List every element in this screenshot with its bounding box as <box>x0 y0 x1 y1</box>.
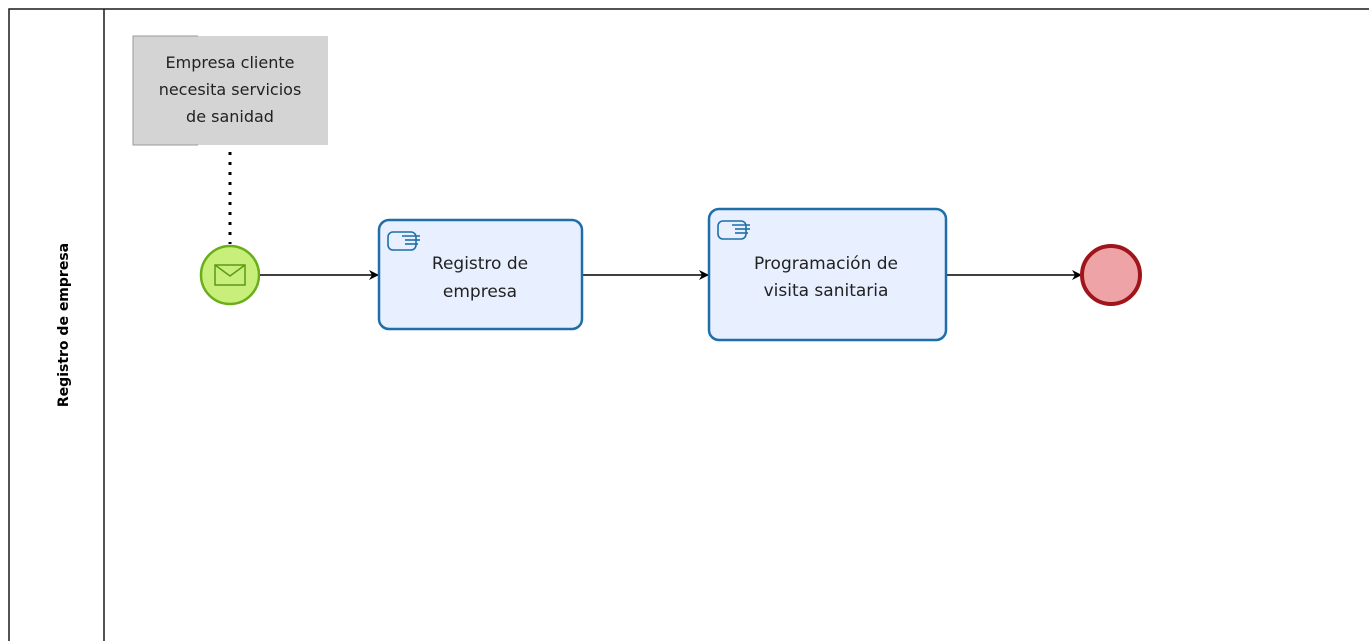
pool-border <box>8 8 1369 641</box>
text-annotation[interactable]: Empresa cliente necesita servicios de sa… <box>132 35 328 146</box>
task-label-line-2: empresa <box>443 282 517 302</box>
annotation-bracket <box>132 35 198 146</box>
annotation-box <box>133 36 328 145</box>
user-task-icon <box>717 220 750 240</box>
envelope-icon <box>214 264 246 286</box>
end-event[interactable] <box>1080 244 1142 306</box>
task-box <box>707 207 948 342</box>
task-programacion-de-visita-sanitaria[interactable]: Programación de visita sanitaria <box>707 207 948 342</box>
task-label-line-2: visita sanitaria <box>764 281 889 301</box>
annotation-line-2: necesita servicios <box>159 80 302 99</box>
user-task-icon <box>387 231 420 251</box>
lane-label: Registro de empresa <box>56 243 72 407</box>
task-box <box>377 218 584 331</box>
task-label-line-1: Programación de <box>754 254 898 274</box>
start-event-circle <box>199 244 261 306</box>
task-registro-de-empresa[interactable]: Registro de empresa <box>377 218 584 331</box>
annotation-line-1: Empresa cliente <box>166 53 295 72</box>
task-label-line-1: Registro de <box>432 254 528 274</box>
annotation-line-3: de sanidad <box>186 107 274 126</box>
start-message-event[interactable] <box>199 244 261 306</box>
